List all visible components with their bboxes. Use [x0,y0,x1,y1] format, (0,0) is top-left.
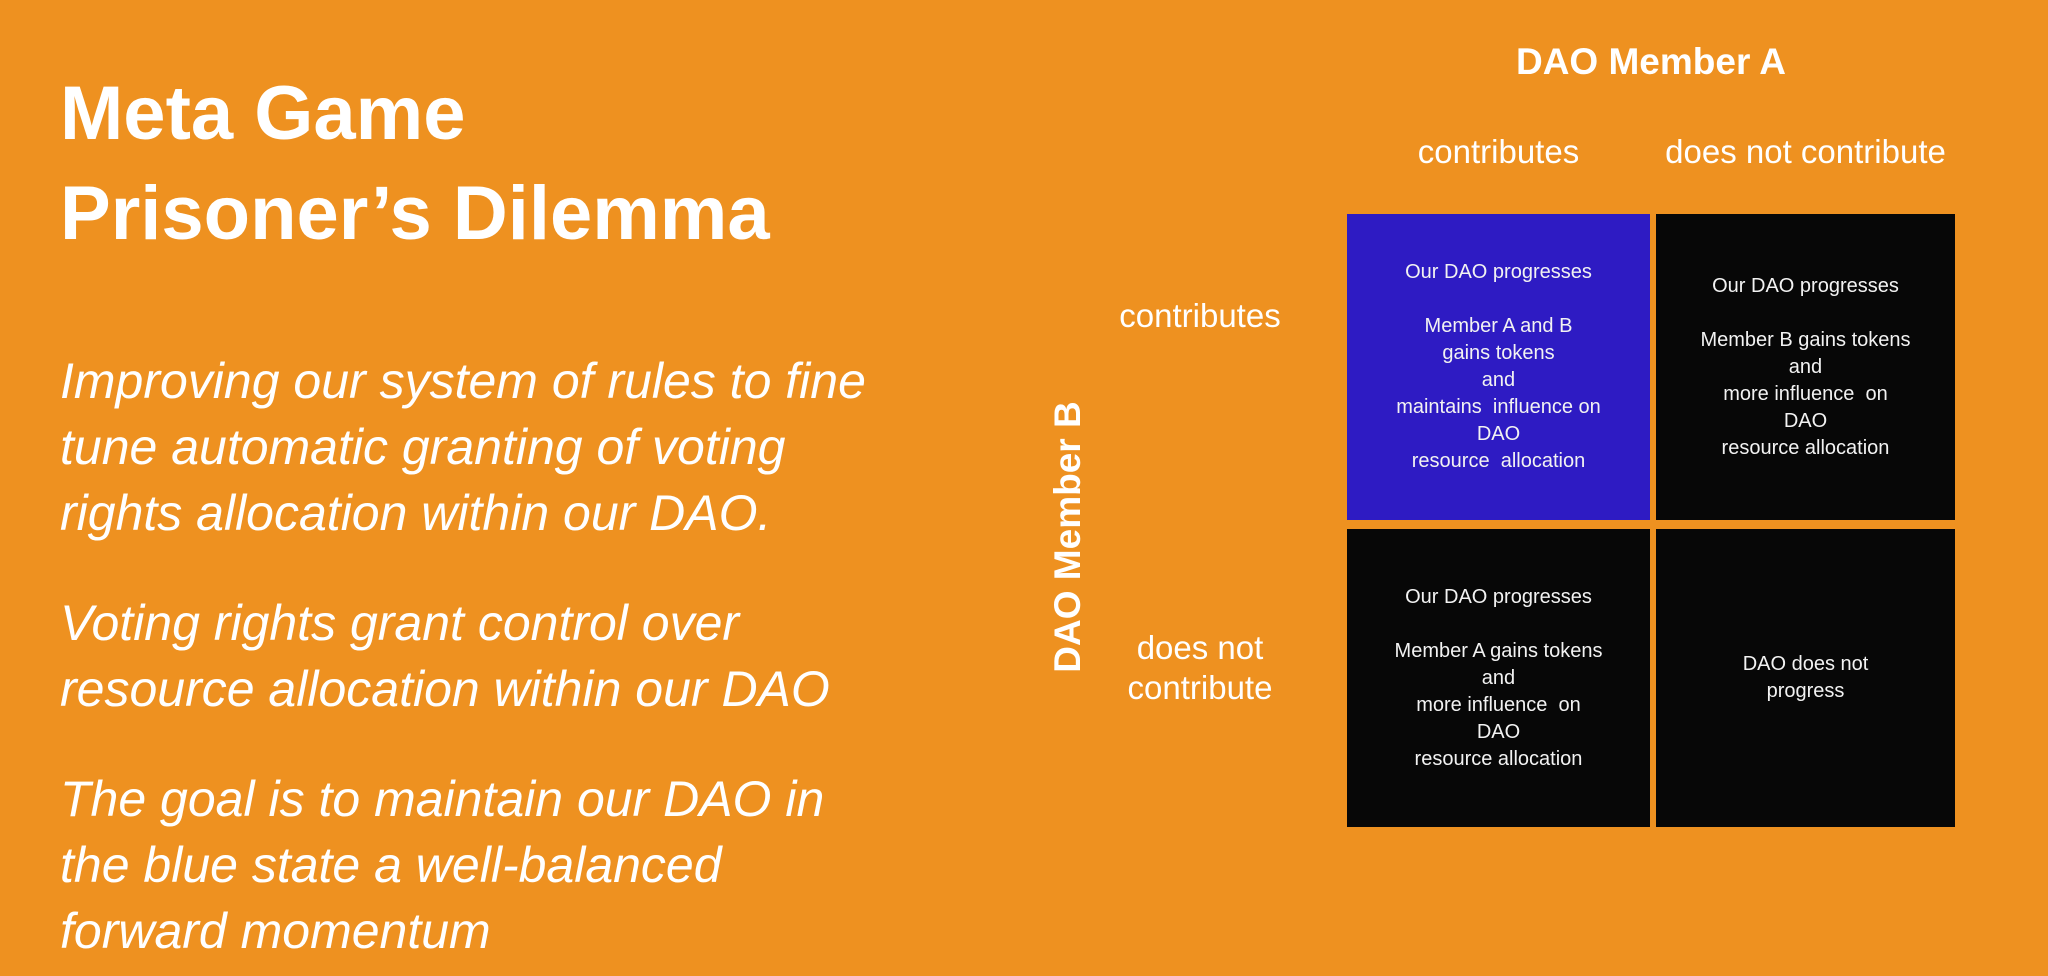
player-a-label: DAO Member A [1515,41,1786,82]
cell-only-a-contributes: Our DAO progresses Member A gains tokens… [1347,529,1650,827]
paragraph-improving-rules: Improving our system of rules to fine tu… [60,353,866,541]
slide-title: Meta Game Prisoner’s Dilemma [60,71,770,256]
left-text-block: Meta Game Prisoner’s Dilemma Improving o… [60,64,980,976]
paragraph-voting-rights: Voting rights grant control over resourc… [60,595,830,717]
paragraph-goal: The goal is to maintain our DAO in the b… [60,771,825,959]
column-label-does-not-contribute: does not contribute [1665,133,1946,170]
row-label-contributes: contributes [1119,297,1281,334]
column-label-contributes: contributes [1417,133,1580,170]
cell-none-contribute: DAO does not progress [1656,529,1955,827]
cell-only-b-contributes: Our DAO progresses Member B gains tokens… [1656,214,1955,520]
cell-both-contribute: Our DAO progresses Member A and B gains … [1347,214,1650,520]
row-label-does-not-contribute: does not contribute [1127,629,1273,706]
